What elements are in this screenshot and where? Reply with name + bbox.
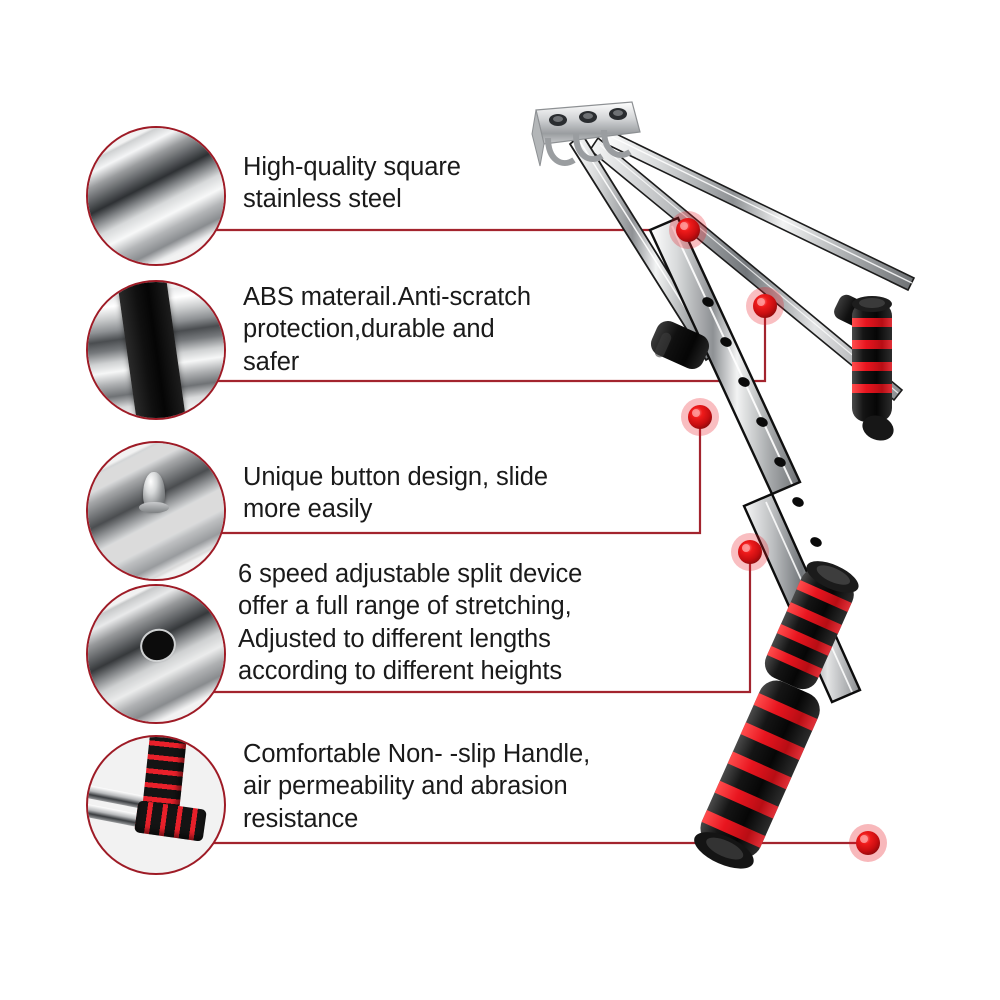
- feature-label-handle: Comfortable Non- -slip Handle, air perme…: [243, 740, 591, 833]
- feature-label-abs: ABS materail.Anti-scratch protection,dur…: [243, 283, 532, 376]
- product-illustration: [531, 101, 916, 869]
- main-foam-grip: [694, 561, 859, 869]
- thumbnail-spring-button: [86, 441, 226, 581]
- red-knob-3: [681, 398, 719, 436]
- steel-bar-texture: [88, 128, 224, 264]
- feature-label-speed: 6 speed adjustable split device offer a …: [238, 560, 583, 686]
- mounting-bracket-plate: [531, 101, 641, 167]
- red-knob-5: [849, 824, 887, 862]
- foam-handle-texture: [88, 737, 224, 873]
- red-knob-4: [731, 533, 769, 571]
- right-secondary-arm: [588, 136, 904, 402]
- spring-button-texture: [88, 443, 224, 579]
- adjustment-hole-texture: [88, 586, 224, 722]
- thumbnail-square-stainless-steel: [86, 126, 226, 266]
- thumbnail-adjustment-hole: [86, 584, 226, 724]
- right-foam-handle: [852, 296, 894, 441]
- thumbnail-abs-collar: [86, 280, 226, 420]
- feature-label-button: Unique button design, slide more easily: [243, 463, 548, 524]
- main-bar-abs-collar: [650, 321, 710, 369]
- abs-collar-texture: [88, 282, 224, 418]
- red-knob-2: [746, 287, 784, 325]
- feature-label-steel: High-quality square stainless steel: [243, 153, 461, 214]
- thumbnail-foam-handle: [86, 735, 226, 875]
- red-locking-knobs: [669, 211, 784, 571]
- red-knob-1: [669, 211, 707, 249]
